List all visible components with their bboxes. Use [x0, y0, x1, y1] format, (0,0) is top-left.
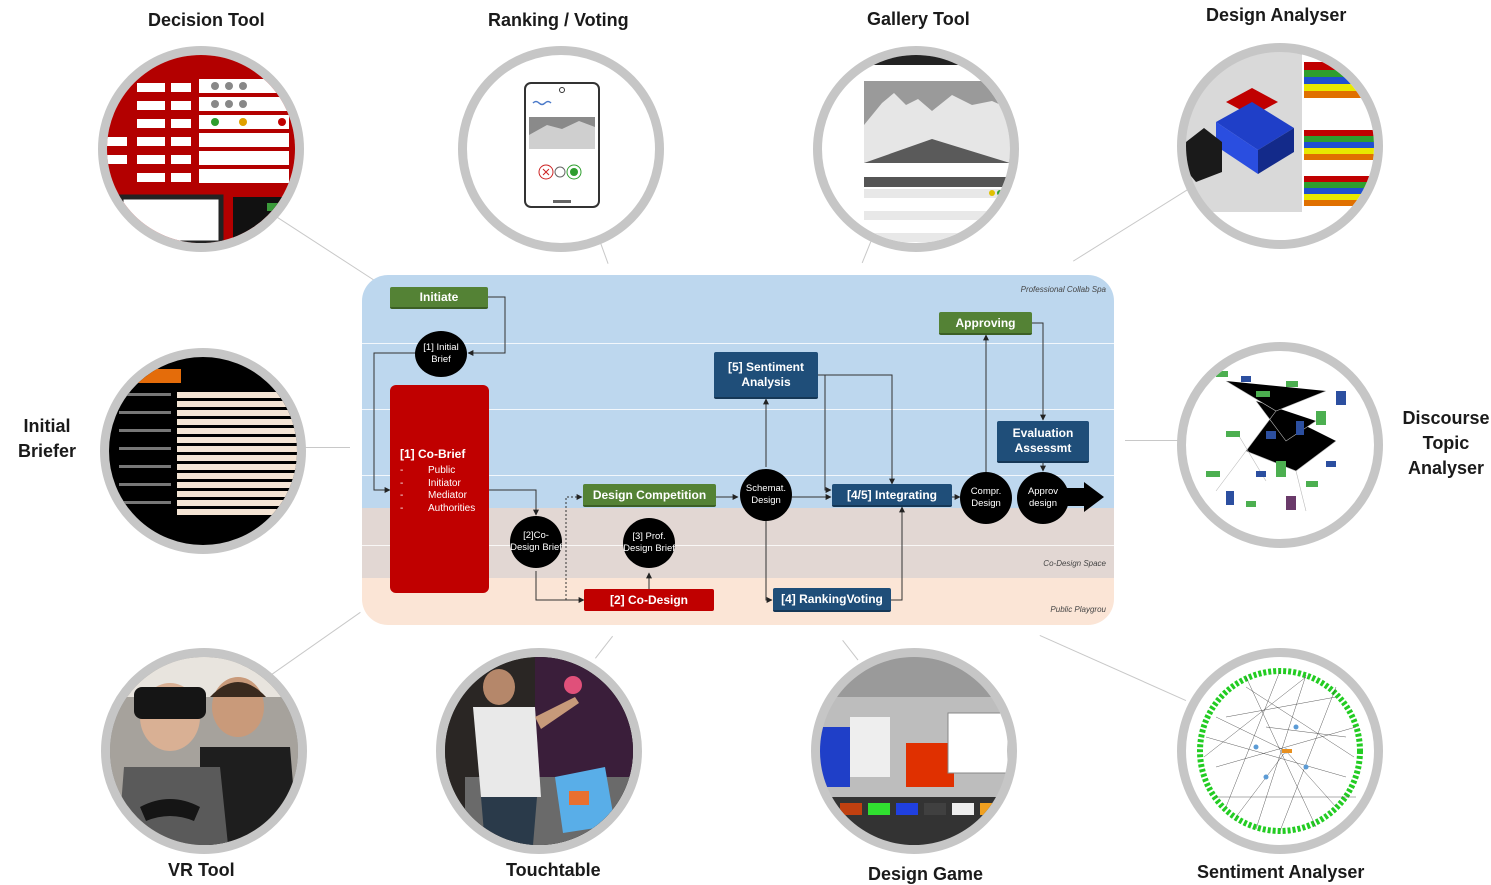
- cobrief-role: Authorities: [400, 503, 475, 516]
- codesign-space-label: Co-Design Space: [1043, 559, 1106, 568]
- band-divider: [362, 475, 1114, 476]
- gallery-tool-screenshot: [813, 46, 1019, 252]
- cobrief-title: [1] Co-Brief: [400, 447, 466, 461]
- label-design-game: Design Game: [868, 864, 984, 884]
- initial-brief-node[interactable]: [1] Initial Brief: [415, 331, 467, 377]
- codesign-box[interactable]: [2] Co-Design: [584, 589, 714, 611]
- workflow-diagram: Professional Collab Spa Co-Design Space …: [362, 275, 1114, 625]
- connector-design-analyser: [1072, 189, 1188, 262]
- integrating-box[interactable]: [4/5] Integrating: [832, 484, 952, 507]
- design-game-screenshot: [811, 648, 1017, 854]
- schemat-design-node[interactable]: Schemat. Design: [740, 469, 792, 521]
- connector-decision: [269, 212, 375, 281]
- connector-gallery: [861, 239, 872, 264]
- connector-design-game: [842, 640, 859, 661]
- professional-collab-space-label: Professional Collab Spa: [1020, 285, 1106, 294]
- band-divider: [362, 545, 1114, 546]
- approving-box[interactable]: Approving: [939, 312, 1032, 335]
- connector-touchtable: [595, 635, 614, 659]
- cobrief-box[interactable]: [1] Co-Brief Public Initiator Mediator A…: [390, 385, 489, 593]
- cobrief-role: Initiator: [400, 478, 475, 491]
- connector-initial-briefer: [305, 447, 350, 448]
- initiate-box[interactable]: Initiate: [390, 287, 488, 309]
- label-vr-tool: VR Tool: [168, 860, 235, 880]
- ranking-voting-box[interactable]: [4] RankingVoting: [773, 588, 891, 612]
- codesign-brief-node[interactable]: [2]Co-Design Brief: [510, 516, 562, 568]
- initial-briefer-screenshot: [100, 348, 306, 554]
- cobrief-roles: Public Initiator Mediator Authorities: [400, 465, 475, 515]
- label-decision-tool: Decision Tool: [148, 10, 265, 30]
- label-design-analyser: Design Analyser: [1206, 5, 1347, 25]
- design-competition-box[interactable]: Design Competition: [583, 484, 716, 507]
- discourse-topic-analyser-screenshot: [1177, 342, 1383, 548]
- band-divider: [362, 409, 1114, 410]
- cobrief-role: Mediator: [400, 490, 475, 503]
- cobrief-role: Public: [400, 465, 475, 478]
- prof-design-brief-node[interactable]: [3] Prof. Design Brief: [623, 518, 675, 568]
- connector-sentiment: [1039, 635, 1187, 701]
- touchtable-photo: [436, 648, 642, 854]
- label-ranking-voting: Ranking / Voting: [488, 10, 629, 30]
- design-analyser-screenshot: [1177, 43, 1383, 249]
- label-discourse-topic-analyser: Discourse Topic Analyser: [1402, 408, 1490, 478]
- evaluation-assessment-box[interactable]: Evaluation Assessmt: [997, 421, 1089, 463]
- ranking-voting-screenshot: [458, 46, 664, 252]
- vr-tool-photo: [101, 648, 307, 854]
- label-touchtable: Touchtable: [506, 860, 601, 880]
- band-divider: [362, 343, 1114, 344]
- compr-design-node[interactable]: Compr. Design: [960, 472, 1012, 524]
- label-initial-briefer: Initial Briefer: [17, 416, 77, 461]
- sentiment-analyser-graph: [1177, 648, 1383, 854]
- approved-design-node[interactable]: Approv design: [1017, 472, 1069, 524]
- label-sentiment-analyser: Sentiment Analyser: [1197, 862, 1365, 882]
- connector-vr: [270, 611, 361, 676]
- decision-tool-screenshot: [98, 46, 304, 252]
- label-gallery-tool: Gallery Tool: [867, 9, 970, 29]
- public-playground-label: Public Playgrou: [1050, 605, 1106, 614]
- workflow-arrows: [373, 296, 1104, 603]
- connector-discourse: [1125, 440, 1180, 441]
- sentiment-analysis-box[interactable]: [5] Sentiment Analysis: [714, 352, 818, 399]
